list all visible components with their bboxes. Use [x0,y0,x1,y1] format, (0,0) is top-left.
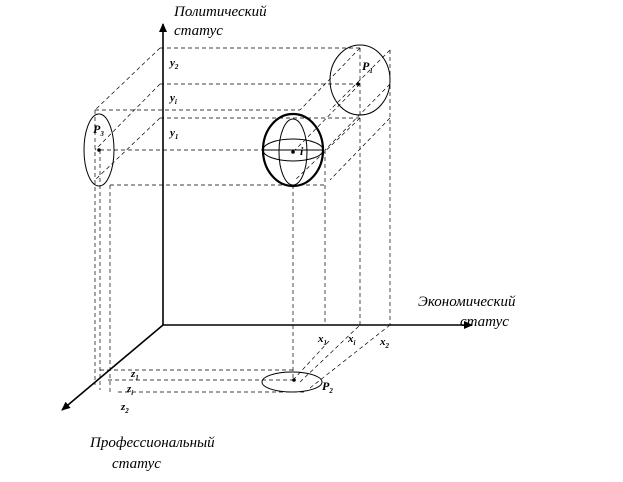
svg-text:P2: P2 [322,379,333,395]
y-tick-2: y2 [168,57,179,71]
x-axis-title-line1: Экономический [418,294,516,310]
point-p1: P1 [329,44,391,116]
point-p3: P3 [83,113,115,187]
z-axis-title-line1: Профессиональный [89,435,215,451]
x-tick-i: xi [347,333,356,347]
axes [61,23,473,411]
svg-text:P1: P1 [362,59,373,75]
x-tick-2: x2 [379,336,390,350]
z-axis [61,324,164,411]
z-tick-1: z1 [130,368,139,382]
y-tick-1: y1 [168,127,178,141]
point-p2: P2 [261,371,333,395]
x-axis-title-line2: статус [460,314,509,330]
x-tick-1: x1 [317,333,327,347]
y-axis-title-line1: Политический [173,4,267,20]
projection-lines [94,47,391,395]
point-i-sphere: i [261,112,325,188]
svg-text:i: i [300,144,304,158]
svg-text:P3: P3 [93,122,104,138]
z-axis-title-line2: статус [112,456,161,472]
y-tick-i: yi [168,92,177,106]
z-tick-2: z2 [120,401,129,415]
y-axis-title-line2: статус [174,23,223,39]
z-tick-i: zi [126,383,133,397]
